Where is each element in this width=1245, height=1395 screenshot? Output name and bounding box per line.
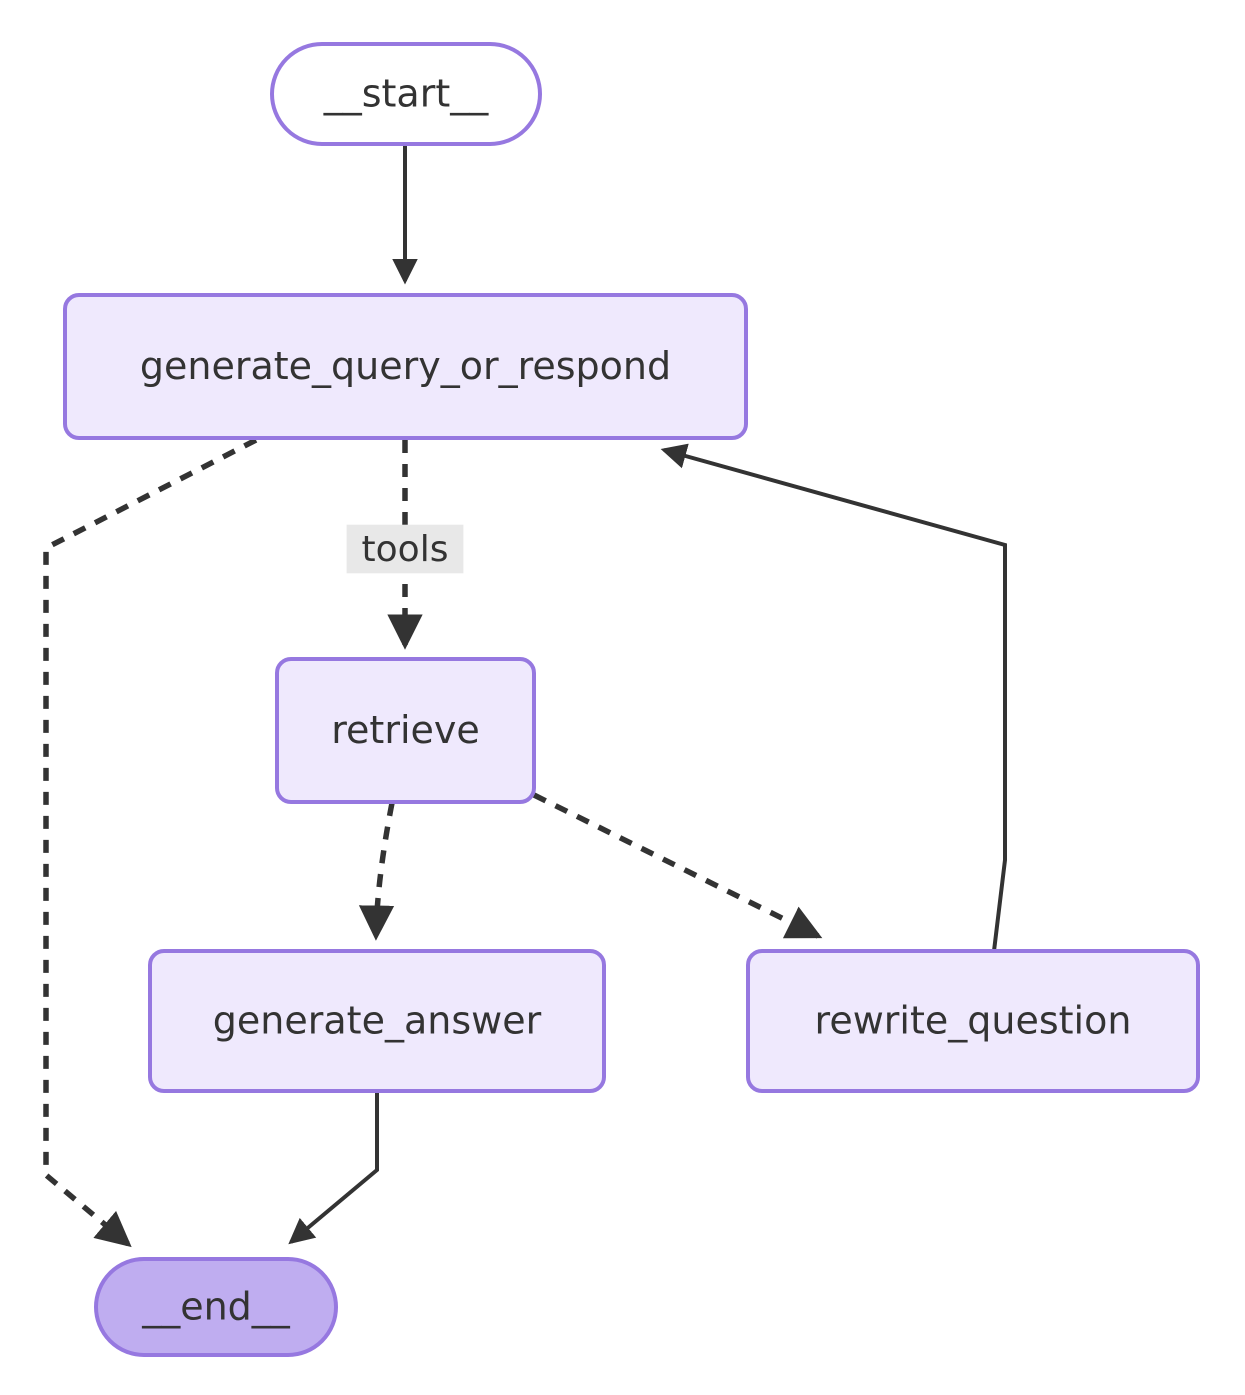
node-shape-generate_answer <box>148 949 606 1093</box>
node-rewrite_question[interactable]: rewrite_question <box>746 949 1200 1093</box>
nodes-layer: __start__ generate_query_or_respondretrie… <box>63 42 1200 1357</box>
edge-generate_answer-to-end <box>288 1092 379 1245</box>
node-shape-generate_query_or_respond <box>63 293 748 440</box>
node-generate_query_or_respond[interactable]: generate_query_or_respond <box>63 293 748 440</box>
edge-label-generate_query_or_respond-to-retrieve: tools <box>346 524 464 574</box>
node-shape-end <box>94 1257 338 1357</box>
edge-labels-layer: tools <box>346 524 464 574</box>
node-retrieve[interactable]: retrieve <box>275 657 536 804</box>
node-label-generate_answer: generate_answer <box>213 999 542 1043</box>
node-shape-start <box>270 42 542 146</box>
edge-label-caption: tools <box>362 529 449 570</box>
node-label-start: __start__ <box>323 72 490 116</box>
edge-retrieve-to-rewrite_question <box>532 792 823 939</box>
edges-layer <box>43 144 1007 1248</box>
edge-rewrite_question-to-generate_query_or_respond <box>660 443 1007 952</box>
node-label-generate_query_or_respond: generate_query_or_respond <box>140 344 671 388</box>
node-end[interactable]: __end__ <box>94 1257 338 1357</box>
edge-retrieve-to-generate_answer <box>358 802 395 941</box>
edge-generate_query_or_respond-to-end <box>43 437 258 1248</box>
node-shape-rewrite_question <box>746 949 1200 1093</box>
node-label-end: __end__ <box>141 1285 291 1329</box>
edge-label-background <box>346 524 464 574</box>
node-generate_answer[interactable]: generate_answer <box>148 949 606 1093</box>
node-start[interactable]: __start__ <box>270 42 542 146</box>
node-label-rewrite_question: rewrite_question <box>815 999 1132 1043</box>
node-shape-retrieve <box>275 657 536 804</box>
node-label-retrieve: retrieve <box>331 708 480 752</box>
